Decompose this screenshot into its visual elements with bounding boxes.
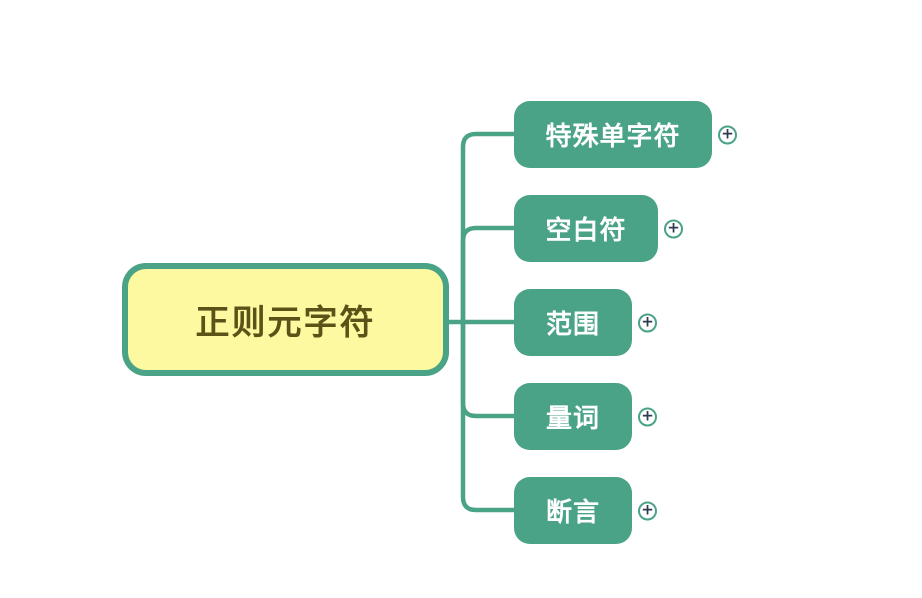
expand-button-whitespace[interactable]: + [664, 219, 683, 238]
plus-icon: + [641, 500, 654, 519]
plus-icon: + [641, 312, 654, 331]
plus-icon: + [721, 124, 734, 143]
expand-button-special-single-char[interactable]: + [718, 125, 737, 144]
child-node-quantifier[interactable]: 量词 + [514, 383, 657, 450]
branch-line-child-4 [460, 322, 515, 419]
plus-icon: + [667, 218, 680, 237]
root-node-label: 正则元字符 [195, 304, 376, 342]
child-node-whitespace[interactable]: 空白符 + [514, 195, 683, 262]
expand-button-assertion[interactable]: + [638, 501, 657, 520]
child-node-label: 空白符 [545, 215, 627, 245]
branch-line-child-2 [460, 225, 515, 322]
child-node-label: 特殊单字符 [545, 121, 681, 151]
plus-icon: + [641, 406, 654, 425]
child-node-special-single-char[interactable]: 特殊单字符 + [514, 101, 737, 168]
expand-button-quantifier[interactable]: + [638, 407, 657, 426]
branch-line-child-5 [460, 322, 515, 513]
child-node-range[interactable]: 范围 + [514, 289, 657, 356]
child-node-label: 范围 [545, 309, 600, 339]
child-node-label: 断言 [545, 497, 600, 527]
child-node-label: 量词 [545, 403, 600, 433]
child-node-assertion[interactable]: 断言 + [514, 477, 657, 544]
expand-button-range[interactable]: + [638, 313, 657, 332]
root-node[interactable]: 正则元字符 [122, 263, 449, 376]
branch-line-child-1 [460, 131, 515, 322]
